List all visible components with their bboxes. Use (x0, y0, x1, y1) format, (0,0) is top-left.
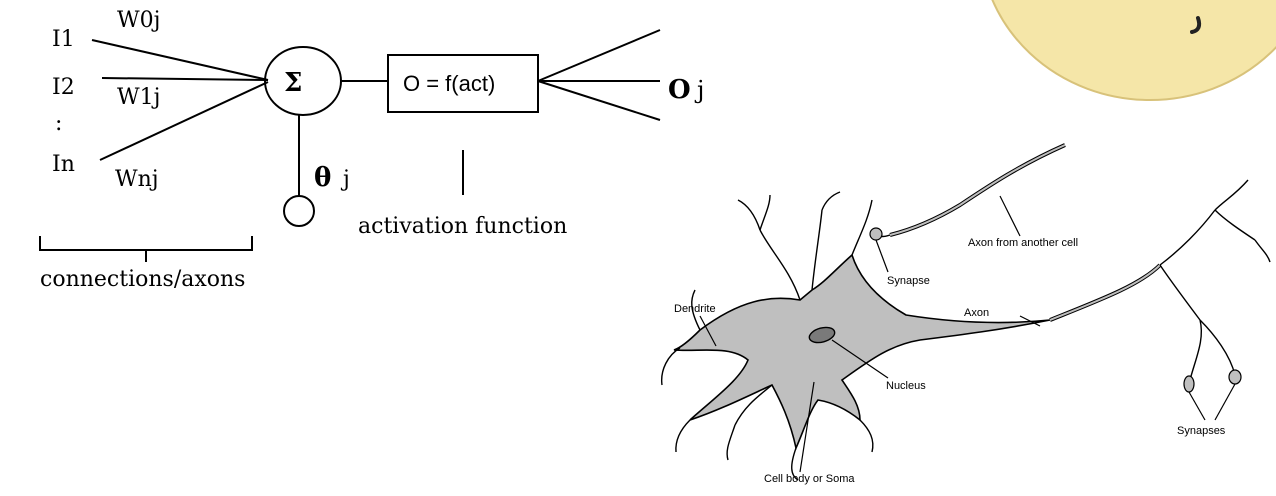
label-nucleus: Nucleus (886, 380, 926, 392)
input-label-2: I2 (52, 75, 75, 100)
activation-box (387, 54, 539, 113)
neuron-diagram: Axon from another cell Synapse Dendrite … (661, 143, 1271, 485)
label-synapse: Synapse (887, 275, 930, 287)
leader-axon (1019, 315, 1041, 327)
input-label-1: I1 (52, 27, 75, 52)
leader-nucleus (831, 339, 889, 379)
leader-dendrite (699, 315, 717, 347)
label-axon: Axon (964, 307, 989, 319)
label-cell-body: Cell body or Soma (764, 473, 855, 485)
weight-label-0: W0j (117, 8, 160, 33)
weight-label-1: W1j (117, 85, 160, 110)
axon-terminals (1159, 179, 1271, 381)
connections-label: connections/axons (40, 267, 245, 292)
activation-label: activation function (358, 214, 567, 239)
leader-cell-body (799, 381, 815, 473)
corner-badge (991, 0, 1276, 101)
synapse-node (869, 227, 883, 241)
leader-synapses-1 (1188, 391, 1206, 421)
axon (1049, 263, 1162, 322)
summation-node (264, 46, 342, 116)
cell-body (673, 253, 1051, 451)
threshold-index: j (340, 167, 350, 192)
threshold-node (283, 195, 315, 227)
perceptron-diagram (39, 29, 661, 262)
synapse-terminal-2 (1228, 369, 1242, 385)
input-label-n: In (52, 152, 75, 177)
summation-symbol: Σ (284, 68, 302, 98)
leader-synapse (875, 239, 889, 273)
output-index: j (694, 76, 704, 104)
nucleus (808, 326, 836, 344)
output-line-3 (537, 80, 661, 121)
output-line-1 (537, 29, 661, 82)
threshold-symbol: θ (314, 163, 331, 193)
input-line-1 (91, 39, 269, 81)
input-line-2 (101, 77, 269, 81)
output-symbol: O (668, 75, 691, 105)
weight-label-n: Wnj (115, 167, 159, 192)
synapse-terminal-1 (1183, 375, 1195, 393)
activation-box-label: O = f(act) (403, 71, 495, 96)
connections-bracket (39, 236, 253, 251)
input-line-n (99, 81, 269, 161)
dendrites (661, 191, 874, 481)
label-dendrite: Dendrite (674, 303, 716, 315)
leader-axon-from-another-cell (999, 195, 1021, 237)
leader-synapses-2 (1214, 383, 1236, 421)
label-axon-from-another-cell: Axon from another cell (968, 237, 1078, 249)
input-ellipsis: : (55, 111, 62, 136)
label-synapses: Synapses (1177, 425, 1226, 437)
